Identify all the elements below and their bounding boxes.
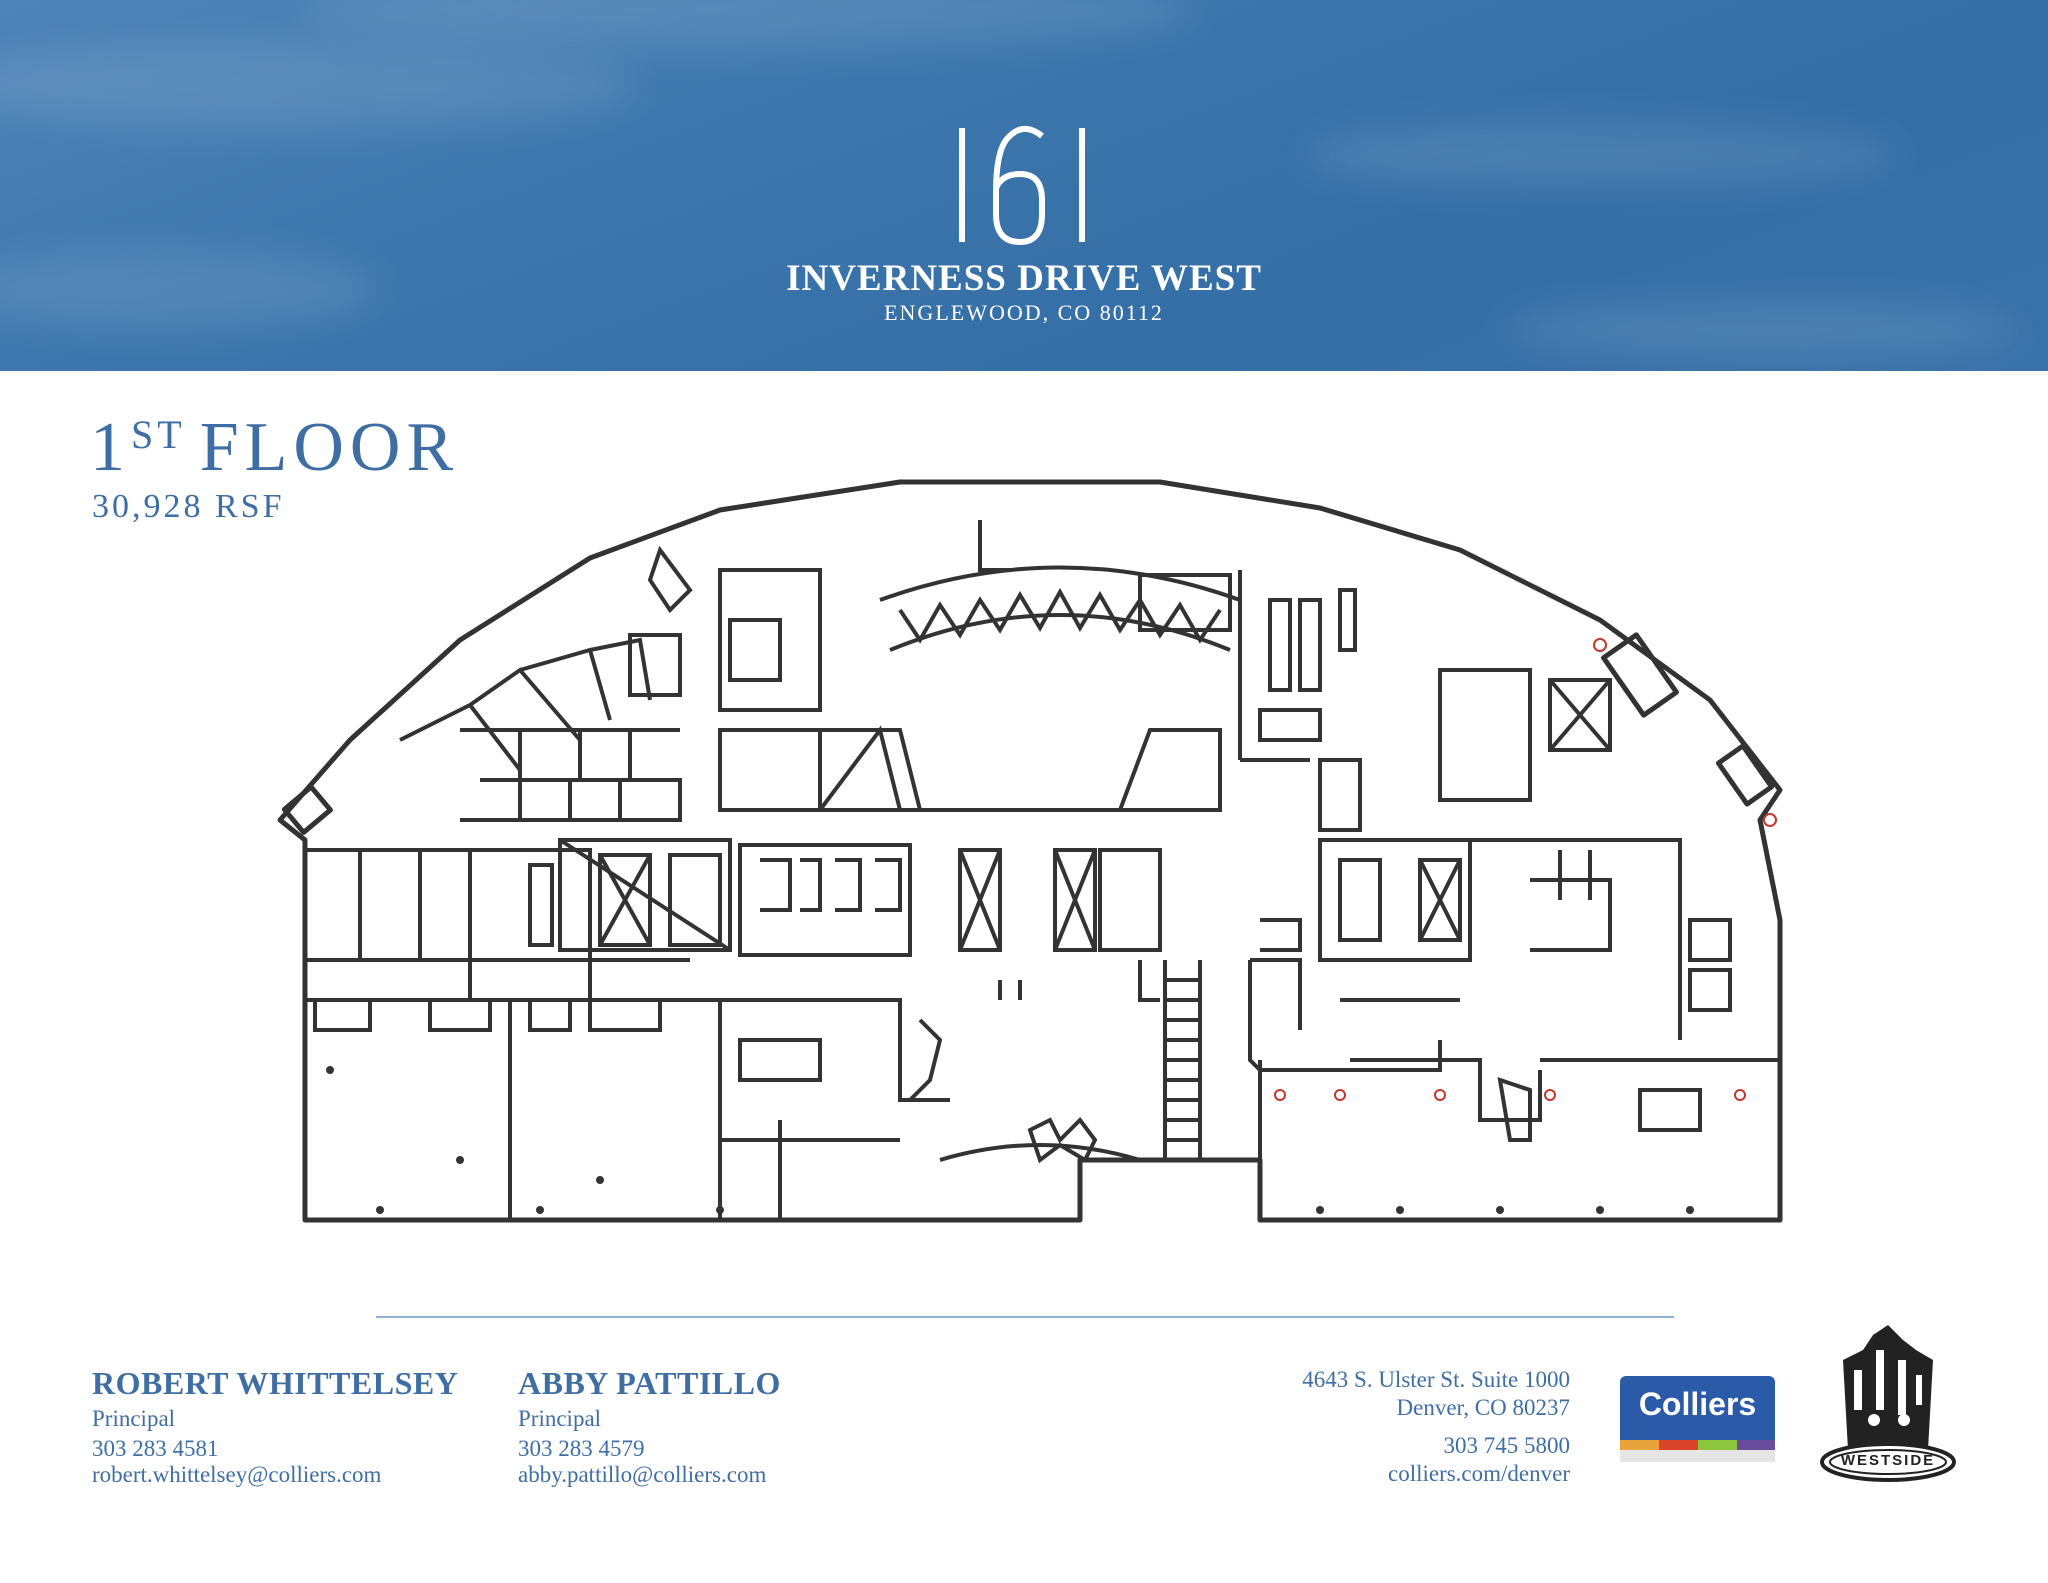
colliers-logo-graphic [1620,1376,1775,1462]
westside-logo: WESTSIDE [1818,1320,1958,1490]
contact-email[interactable]: abby.pattillo@colliers.com [518,1462,767,1487]
contact-robert-whittelsey: ROBERT WHITTELSEY Principal 303 283 4581… [92,1365,458,1488]
contact-name: ABBY PATTILLO [518,1365,781,1401]
floor-title: 1ST FLOOR [90,408,459,488]
westside-logo-text: WESTSIDE [1840,1452,1936,1469]
colliers-logo: Colliers [1620,1376,1775,1462]
office-city: Denver, CO 80237 [1396,1395,1570,1420]
floor-plan-drawing [277,479,1783,1223]
office-info: 4643 S. Ulster St. Suite 1000 Denver, CO… [1302,1366,1570,1488]
office-phone[interactable]: 303 745 5800 [1443,1433,1571,1458]
floor-word: FLOOR [199,409,460,486]
city-state-zip: ENGLEWOOD, CO 80112 [884,300,1164,325]
office-street: 4643 S. Ulster St. Suite 1000 [1302,1367,1570,1392]
colliers-logo-text: Colliers [1638,1386,1757,1422]
building-number-logo: 161 [952,122,1092,252]
contact-email[interactable]: robert.whittelsey@colliers.com [92,1462,382,1487]
contact-phone[interactable]: 303 283 4581 [92,1436,219,1461]
contact-phone[interactable]: 303 283 4579 [518,1436,645,1461]
floor-plan [260,440,1800,1245]
header-banner: 161 INVERNESS DRIVE WEST ENGLEWOOD, CO 8… [0,0,2048,371]
floor-number: 1 [90,409,131,486]
footer-divider [376,1316,1674,1318]
westside-logo-graphic [1820,1325,1956,1482]
contact-name: ROBERT WHITTELSEY [92,1365,459,1401]
contact-title: Principal [92,1406,176,1431]
floor-rsf: 30,928 RSF [92,488,285,525]
contact-title: Principal [518,1406,602,1431]
street-address: INVERNESS DRIVE WEST [786,258,1262,299]
floor-suffix: ST [131,412,186,457]
contact-abby-pattillo: ABBY PATTILLO Principal 303 283 4579 abb… [518,1365,781,1488]
office-website[interactable]: colliers.com/denver [1387,1461,1570,1486]
building-number-logo-graphic [959,126,1085,246]
